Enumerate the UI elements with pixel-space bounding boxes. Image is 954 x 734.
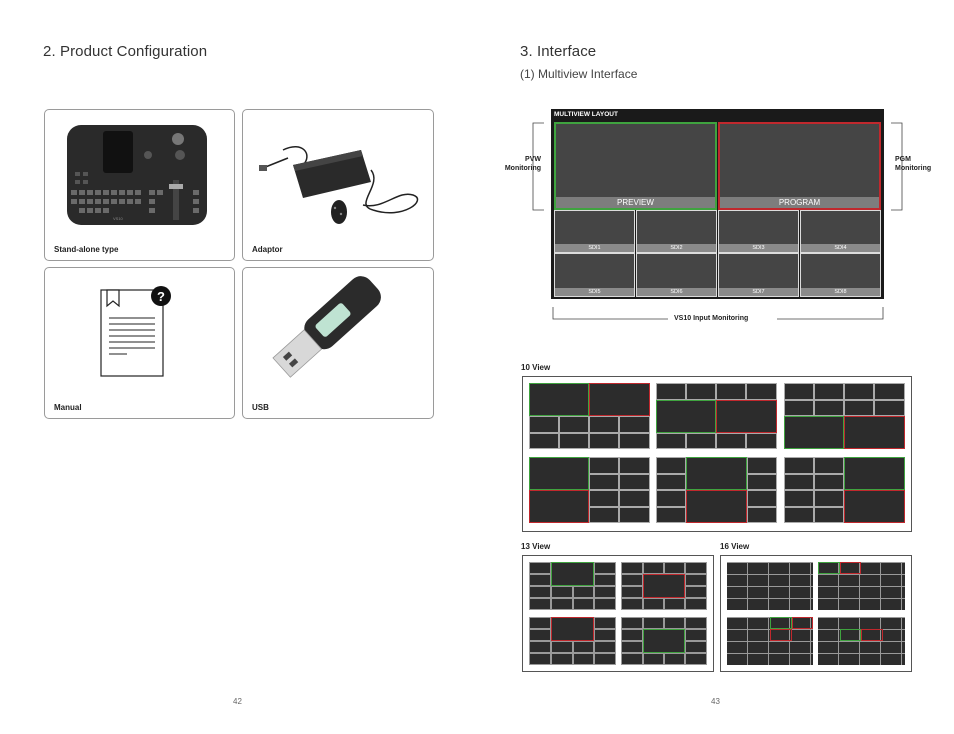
card-label-standalone: Stand-alone type <box>54 245 119 254</box>
page-number-left: 42 <box>233 697 242 706</box>
layout-thumbnail <box>818 617 905 665</box>
page-number-right: 43 <box>711 697 720 706</box>
card-manual: ? Manual <box>44 267 235 419</box>
bracket-lines <box>532 122 903 320</box>
card-adaptor: Adaptor <box>242 109 434 261</box>
svg-text:?: ? <box>157 289 165 304</box>
layout-thumbnail <box>529 457 650 523</box>
sdi-tile: SDI3 <box>718 210 799 253</box>
ten-view-label: 10 View <box>521 363 551 372</box>
layout-thumbnail <box>529 617 616 665</box>
layout-thumbnail <box>621 617 707 665</box>
input-monitoring-label: VS10 Input Monitoring <box>674 315 749 322</box>
right-page-title: 3. Interface <box>520 43 597 60</box>
sdi-tile: SDI1 <box>554 210 635 253</box>
switcher-console-icon: VS10 <box>67 125 207 225</box>
sdi-tile: SDI2 <box>636 210 717 253</box>
thirteen-view-frame <box>522 555 714 672</box>
svg-text:VS10: VS10 <box>113 216 124 221</box>
layout-thumbnail <box>784 383 905 449</box>
card-usb: USB <box>242 267 434 419</box>
card-label-usb: USB <box>252 403 269 412</box>
usb-drive-icon <box>272 276 381 378</box>
layout-thumbnail <box>784 457 905 523</box>
layout-thumbnail <box>529 562 616 610</box>
multiview-header: MULTIVIEW LAYOUT <box>554 111 618 118</box>
layout-thumbnail <box>727 617 813 665</box>
thirteen-view-label: 13 View <box>521 542 551 551</box>
right-page-subtitle: (1) Multiview Interface <box>520 67 638 81</box>
ten-view-frame <box>522 376 912 532</box>
card-label-manual: Manual <box>54 403 82 412</box>
pgm-monitoring-label: PGM Monitoring <box>895 156 932 172</box>
preview-tile: PREVIEW <box>554 122 717 210</box>
layout-thumbnail <box>656 383 777 449</box>
card-label-adaptor: Adaptor <box>252 245 283 254</box>
sdi-tile: SDI5 <box>554 253 635 297</box>
sdi-tile: SDI6 <box>636 253 717 297</box>
layout-thumbnail <box>656 457 777 523</box>
card-standalone: VS10 Stand-alone type <box>44 109 235 261</box>
multiview-layout: MULTIVIEW LAYOUT PREVIEW PROGRAM SDI1 SD… <box>551 109 884 299</box>
sdi-tile: SDI7 <box>718 253 799 297</box>
left-page-title: 2. Product Configuration <box>43 43 208 60</box>
layout-thumbnail <box>818 562 905 610</box>
layout-thumbnail <box>621 562 707 610</box>
sixteen-view-label: 16 View <box>720 542 750 551</box>
layout-thumbnail <box>529 383 650 449</box>
power-adaptor-icon <box>259 145 419 224</box>
sdi-tile: SDI8 <box>800 253 881 297</box>
sixteen-view-frame <box>720 555 912 672</box>
pvw-monitoring-label: PVW Monitoring <box>504 156 541 172</box>
layout-thumbnail <box>727 562 813 610</box>
program-tile: PROGRAM <box>718 122 881 210</box>
sdi-tile: SDI4 <box>800 210 881 253</box>
manual-document-icon: ? <box>100 286 171 377</box>
